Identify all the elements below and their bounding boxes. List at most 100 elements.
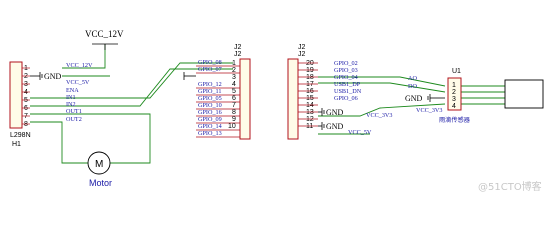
svg-text:15: 15 bbox=[306, 95, 314, 102]
svg-text:GPIO_13: GPIO_13 bbox=[198, 130, 222, 137]
h1-part: L298N bbox=[10, 132, 31, 139]
svg-text:9: 9 bbox=[232, 116, 236, 123]
j2-right-refdes-a: J2 bbox=[298, 44, 306, 51]
h1-net-labels: VCC_12V VCC_5V ENA IN1 IN2 OUT1 OUT2 bbox=[66, 62, 93, 123]
svg-text:GPIO_08: GPIO_08 bbox=[198, 59, 222, 66]
u1-nets: AO DO VCC_3V3 bbox=[408, 75, 442, 114]
svg-text:GPIO_06: GPIO_06 bbox=[334, 95, 358, 102]
svg-text:1: 1 bbox=[232, 60, 236, 67]
svg-text:8: 8 bbox=[232, 109, 236, 116]
svg-text:5: 5 bbox=[24, 97, 28, 104]
svg-text:GPIO_04: GPIO_04 bbox=[334, 74, 358, 81]
svg-text:GPIO_09: GPIO_09 bbox=[198, 116, 222, 123]
u1-gnd-symbol: GND bbox=[405, 94, 445, 103]
svg-text:VCC_5V: VCC_5V bbox=[66, 79, 90, 86]
svg-text:IN1: IN1 bbox=[66, 94, 76, 101]
j2-right-body bbox=[287, 58, 299, 140]
j2-right-gnd-b: GND bbox=[318, 122, 344, 131]
j2-left-body bbox=[239, 58, 251, 140]
j2-right-header: J2 J2 20 19 18 17 16 15 14 13 12 11 bbox=[287, 44, 392, 140]
u1-rain-sensor: U1 1 2 3 4 AO DO VCC_3V3 GND 雨滴传感器 bbox=[405, 68, 544, 124]
motor-symbol: M Motor bbox=[87, 151, 112, 188]
svg-text:OUT1: OUT1 bbox=[66, 108, 82, 115]
svg-text:19: 19 bbox=[306, 67, 314, 74]
watermark: @51CTO博客 bbox=[478, 180, 542, 193]
vcc12v-power-symbol: VCC_12V bbox=[85, 29, 124, 50]
u1-body bbox=[447, 77, 462, 111]
svg-text:GPIO_14: GPIO_14 bbox=[198, 123, 222, 130]
svg-text:8: 8 bbox=[24, 121, 28, 128]
j2-left-nets: GPIO_08 GPIO_07 GPIO_12 GPIO_11 GPIO_05 … bbox=[198, 59, 222, 137]
h1-connector: 1 2 3 4 5 6 7 8 GND VCC_12V bbox=[9, 61, 93, 148]
svg-text:ENA: ENA bbox=[66, 87, 79, 94]
svg-text:16: 16 bbox=[306, 88, 314, 95]
svg-text:IN2: IN2 bbox=[66, 101, 76, 108]
svg-text:2: 2 bbox=[452, 89, 456, 96]
wire-do bbox=[318, 82, 446, 93]
wire-vcc12v bbox=[62, 44, 106, 69]
u1-refdes: U1 bbox=[452, 68, 461, 75]
svg-text:6: 6 bbox=[232, 95, 236, 102]
j2-left-header: J2 J2 GPIO_08 GPIO_07 GPIO_12 GPIO_11 GP… bbox=[183, 44, 251, 140]
svg-text:GPIO_12: GPIO_12 bbox=[198, 81, 222, 88]
svg-text:13: 13 bbox=[306, 109, 314, 116]
h1-pin-numbers: 1 2 3 4 5 6 7 8 bbox=[24, 65, 28, 128]
svg-text:4: 4 bbox=[24, 89, 28, 96]
j2-right-gnd-a: GND bbox=[318, 108, 344, 117]
svg-text:4: 4 bbox=[452, 103, 456, 110]
svg-text:11: 11 bbox=[306, 123, 313, 130]
u1-part: 雨滴传感器 bbox=[439, 116, 471, 124]
svg-text:14: 14 bbox=[306, 102, 314, 109]
svg-text:OUT2: OUT2 bbox=[66, 116, 82, 123]
svg-text:VCC_3V3: VCC_3V3 bbox=[366, 112, 392, 119]
wire-vcc3v3 bbox=[318, 103, 446, 117]
wire-ao bbox=[318, 76, 446, 87]
j2-right-refdes-b: J2 bbox=[298, 51, 306, 58]
svg-text:6: 6 bbox=[24, 105, 28, 112]
j2-left-refdes-b: J2 bbox=[234, 51, 242, 58]
svg-text:GPIO_16: GPIO_16 bbox=[198, 109, 222, 116]
svg-text:VCC_3V3: VCC_3V3 bbox=[416, 107, 442, 114]
wire-in1 bbox=[30, 62, 233, 99]
svg-text:USB1_DP: USB1_DP bbox=[334, 81, 361, 88]
svg-text:VCC_5V: VCC_5V bbox=[348, 129, 372, 136]
svg-text:USB1_DN: USB1_DN bbox=[334, 88, 362, 95]
svg-text:20: 20 bbox=[306, 60, 314, 67]
svg-text:GPIO_03: GPIO_03 bbox=[334, 67, 358, 74]
h1-gnd-symbol: GND bbox=[30, 72, 62, 81]
svg-text:GPIO_11: GPIO_11 bbox=[198, 88, 222, 95]
svg-text:12: 12 bbox=[306, 116, 314, 123]
svg-text:3: 3 bbox=[24, 81, 28, 88]
h1-gnd-label: GND bbox=[44, 72, 62, 81]
svg-text:GPIO_05: GPIO_05 bbox=[198, 95, 222, 102]
svg-text:7: 7 bbox=[24, 113, 28, 120]
vcc12v-label: VCC_12V bbox=[85, 29, 124, 39]
wire-in2 bbox=[30, 68, 233, 107]
wire-out1 bbox=[30, 113, 151, 164]
u1-pin-numbers: 1 2 3 4 bbox=[452, 82, 456, 110]
svg-text:GND: GND bbox=[326, 108, 344, 117]
svg-text:GPIO_07: GPIO_07 bbox=[198, 66, 222, 73]
h1-refdes: H1 bbox=[12, 141, 21, 148]
motor-circle bbox=[87, 151, 111, 175]
svg-text:4: 4 bbox=[232, 81, 236, 88]
j2-right-pin-numbers: 20 19 18 17 16 15 14 13 12 11 bbox=[306, 60, 314, 130]
motor-label: Motor bbox=[89, 178, 112, 188]
wires bbox=[30, 44, 540, 164]
svg-text:2: 2 bbox=[232, 67, 236, 74]
sensor-board bbox=[504, 79, 544, 109]
svg-text:7: 7 bbox=[232, 102, 236, 109]
svg-text:18: 18 bbox=[306, 74, 314, 81]
j2-left-refdes-a: J2 bbox=[234, 44, 242, 51]
svg-text:17: 17 bbox=[306, 81, 314, 88]
wire-out2 bbox=[30, 121, 88, 164]
svg-text:10: 10 bbox=[228, 123, 236, 130]
svg-text:5: 5 bbox=[232, 88, 236, 95]
h1-body bbox=[9, 61, 23, 129]
j2-right-nets: GPIO_02 GPIO_03 GPIO_04 USB1_DP USB1_DN … bbox=[334, 60, 392, 136]
svg-text:GND: GND bbox=[326, 122, 344, 131]
svg-text:GPIO_02: GPIO_02 bbox=[334, 60, 358, 67]
svg-text:VCC_12V: VCC_12V bbox=[66, 62, 93, 69]
svg-text:3: 3 bbox=[232, 74, 236, 81]
schematic-canvas: VCC_12V 1 2 3 4 5 6 7 8 bbox=[9, 29, 544, 193]
